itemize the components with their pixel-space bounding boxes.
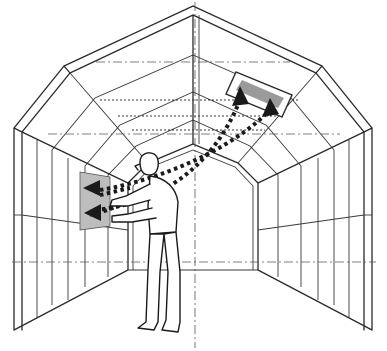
control-panel xyxy=(80,172,110,230)
center-lines xyxy=(12,2,376,348)
roof-vent xyxy=(226,72,292,117)
greenhouse-frame xyxy=(14,6,372,330)
